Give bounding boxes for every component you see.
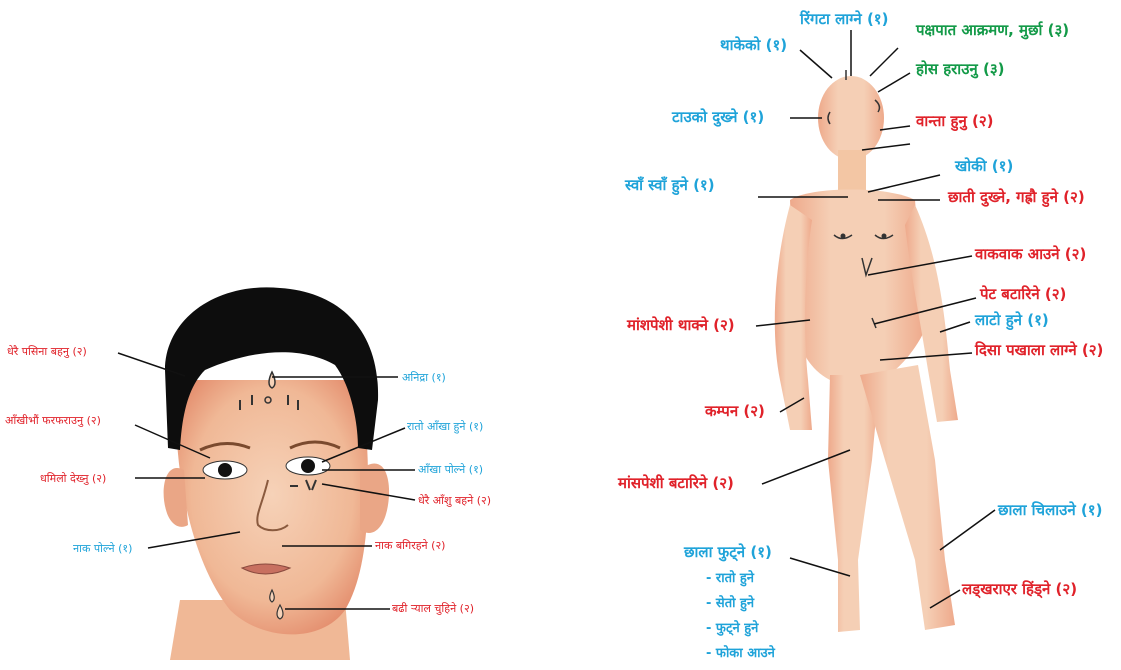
label-diarrhea: दिसा पखाला लाग्ने (२)	[975, 343, 1103, 358]
label-red-eye: रातो आँखा हुने (१)	[407, 421, 483, 432]
label-skin-blister: छाला फुट्ने (१)	[684, 545, 772, 560]
body-illustration	[775, 70, 958, 632]
label-tears: धेरै आँशु बहने (२)	[418, 495, 491, 506]
label-muscle-cramp: मांसपेशी बटारिने (२)	[618, 476, 734, 491]
face-illustration	[164, 287, 389, 660]
label-abdominal-cramp: पेट बटारिने (२)	[980, 287, 1066, 302]
label-nose-burn: नाक पोल्ने (१)	[73, 543, 132, 554]
label-insomnia: अनिद्रा (१)	[402, 372, 446, 383]
label-eyelid-twitch: आँखीभौं फरफराउनु (२)	[5, 415, 101, 426]
label-sweat: धेरै पसिना बहनु (२)	[7, 346, 87, 357]
label-skin-itch: छाला चिलाउने (१)	[998, 503, 1102, 518]
label-unconscious: होस हराउनु (३)	[916, 62, 1004, 77]
label-tingling: रिंगटा लाग्ने (१)	[800, 12, 888, 27]
label-blurred-vision: धमिलो देख्नु (२)	[40, 473, 106, 484]
label-cough: खोकी (१)	[955, 159, 1013, 174]
label-tremor: कम्पन (२)	[705, 404, 765, 419]
blister-sub-item: - रातो हुने	[706, 572, 754, 585]
label-numb: लाटो हुने (१)	[975, 313, 1049, 328]
blister-sub-item: - फुट्ने हुने	[706, 622, 758, 635]
label-drool: बढी र्‍याल चुहिने (२)	[392, 603, 474, 614]
label-stagger: लड्खराएर हिंड्ने (२)	[962, 582, 1077, 597]
label-nausea: वाकवाक आउने (२)	[975, 247, 1086, 262]
label-eye-burn: आँखा पोल्ने (१)	[418, 464, 483, 475]
label-wheeze: स्वाँ स्वाँ हुने (१)	[625, 178, 715, 193]
label-headache: टाउको दुख्ने (१)	[672, 110, 764, 125]
label-chest-pain: छाती दुख्ने, गह्रौ हुने (२)	[948, 190, 1085, 205]
label-vomit: वान्ता हुनु (२)	[916, 114, 994, 129]
label-paralysis: पक्षपात आक्रमण, मुर्छा (३)	[916, 23, 1069, 38]
blister-sub-item: - सेतो हुने	[706, 597, 754, 610]
label-runny-nose: नाक बगिरहने (२)	[375, 540, 445, 551]
label-tired: थाकेको (१)	[720, 38, 787, 53]
label-muscle-tired: मांशपेशी थाक्ने (२)	[627, 318, 735, 333]
blister-sub-item: - फोका आउने	[706, 647, 775, 660]
